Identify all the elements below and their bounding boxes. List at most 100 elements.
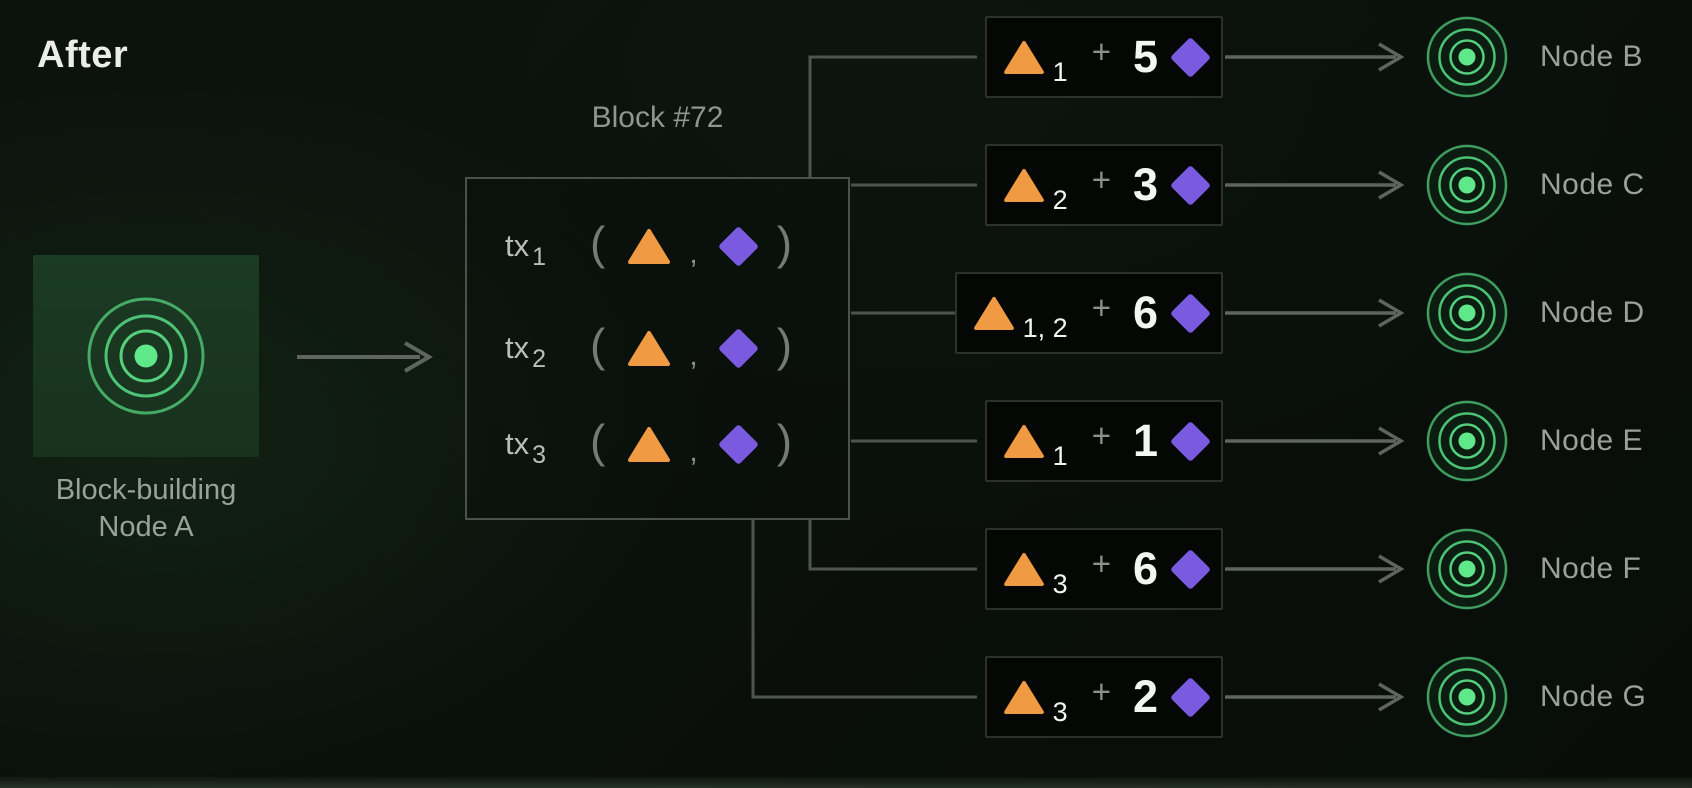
plus-sign: + — [1091, 673, 1111, 710]
fee-count: 1 — [1132, 415, 1158, 466]
purple-diamond-icon — [1169, 292, 1212, 334]
node-f-row: Node F — [1425, 527, 1641, 611]
arrows-messages-to-nodes — [1225, 42, 1405, 712]
fee-count: 2 — [1132, 671, 1158, 722]
concentric-rings-node-icon — [87, 297, 205, 415]
connectors-block-to-messages — [751, 55, 977, 699]
concentric-rings-node-icon — [1426, 400, 1508, 482]
message-tx-subscript: 3 — [1052, 696, 1068, 727]
message-tx-subscript: 3 — [1052, 568, 1068, 599]
message-box-node-b: 1 + 5 — [984, 16, 1223, 98]
node-b-row: Node B — [1425, 15, 1643, 99]
message-box-node-e: 1 + 1 — [984, 400, 1223, 482]
node-c-label: Node C — [1540, 168, 1645, 201]
message-box-node-c: 2 + 3 — [984, 144, 1223, 226]
open-paren: ( — [590, 217, 606, 269]
orange-triangle-icon — [628, 330, 671, 366]
plus-sign: + — [1091, 289, 1111, 326]
plus-sign: + — [1091, 33, 1111, 70]
arrow-node-a-to-block — [297, 341, 433, 373]
message-box-node-g: 3 + 2 — [984, 656, 1223, 738]
orange-triangle-icon — [973, 296, 1014, 330]
concentric-rings-node-icon — [1426, 16, 1508, 98]
arrow-to-node-b — [1225, 42, 1405, 72]
node-g-label: Node G — [1540, 680, 1647, 713]
node-a-label-line2: Node A — [98, 511, 194, 543]
connector-to-box-b — [808, 55, 977, 178]
arrow-to-node-e — [1225, 426, 1405, 456]
orange-triangle-icon — [1003, 424, 1044, 458]
orange-triangle-icon — [628, 228, 671, 264]
orange-triangle-icon — [1003, 680, 1044, 714]
orange-triangle-icon — [1003, 552, 1044, 586]
node-b-label: Node B — [1540, 40, 1644, 73]
tx-subscript: 1 — [532, 242, 547, 271]
tuple-comma: , — [689, 339, 698, 372]
message-tx-subscript: 1 — [1052, 56, 1068, 87]
close-paren: ) — [776, 319, 793, 371]
fee-count: 5 — [1132, 31, 1158, 82]
concentric-rings-node-icon — [1426, 272, 1508, 354]
message-box-node-f: 3 + 6 — [984, 528, 1223, 610]
plus-sign: + — [1091, 545, 1111, 582]
orange-triangle-icon — [1003, 168, 1044, 202]
node-e-row: Node E — [1425, 399, 1643, 483]
purple-diamond-icon — [1169, 420, 1212, 462]
open-paren: ( — [590, 319, 606, 371]
node-d-row: Node D — [1425, 271, 1645, 355]
bottom-edge-glow — [0, 777, 1692, 788]
node-e-label: Node E — [1540, 424, 1644, 457]
tx-subscript: 2 — [532, 344, 547, 373]
purple-diamond-icon — [717, 327, 759, 369]
tuple-comma: , — [689, 237, 698, 270]
arrow-to-node-d — [1225, 298, 1405, 328]
tuple-comma: , — [689, 435, 698, 468]
node-g-row: Node G — [1425, 655, 1646, 739]
arrow-to-node-c — [1225, 170, 1405, 200]
fee-count: 6 — [1132, 287, 1158, 338]
node-a-tile — [33, 255, 259, 457]
message-tx-subscript: 2 — [1052, 184, 1068, 215]
tx-label: tx — [505, 426, 530, 461]
node-d-label: Node D — [1540, 296, 1645, 329]
message-box-node-d: 1, 2 + 6 — [954, 272, 1223, 354]
purple-diamond-icon — [1169, 676, 1212, 718]
orange-triangle-icon — [1003, 40, 1044, 74]
plus-sign: + — [1091, 161, 1111, 198]
tx-subscript: 3 — [532, 440, 547, 469]
node-a-label-line1: Block-building — [55, 474, 237, 506]
arrow-to-node-f — [1225, 554, 1405, 584]
purple-diamond-icon — [1169, 548, 1212, 590]
concentric-rings-node-icon — [1426, 656, 1508, 738]
close-paren: ) — [776, 415, 793, 467]
message-tx-subscript: 1 — [1052, 440, 1068, 471]
tx-label: tx — [505, 330, 530, 365]
fee-count: 3 — [1132, 159, 1158, 210]
purple-diamond-icon — [717, 225, 759, 267]
node-c-row: Node C — [1425, 143, 1645, 227]
connector-to-box-f — [808, 519, 977, 571]
purple-diamond-icon — [1169, 164, 1212, 206]
page-title: After — [37, 34, 129, 76]
purple-diamond-icon — [1169, 36, 1212, 78]
connector-to-box-g — [751, 519, 977, 699]
arrow-to-node-g — [1225, 682, 1405, 712]
orange-triangle-icon — [628, 426, 671, 462]
plus-sign: + — [1091, 417, 1111, 454]
concentric-rings-node-icon — [1426, 144, 1508, 226]
open-paren: ( — [590, 415, 606, 467]
message-tx-subscript: 1, 2 — [1022, 312, 1068, 343]
concentric-rings-node-icon — [1426, 528, 1508, 610]
block-title: Block #72 — [591, 101, 724, 134]
node-a-label: Block-building Node A — [6, 472, 286, 546]
tx-label: tx — [505, 228, 530, 263]
purple-diamond-icon — [717, 423, 759, 465]
fee-count: 6 — [1132, 543, 1158, 594]
node-f-label: Node F — [1540, 552, 1642, 585]
